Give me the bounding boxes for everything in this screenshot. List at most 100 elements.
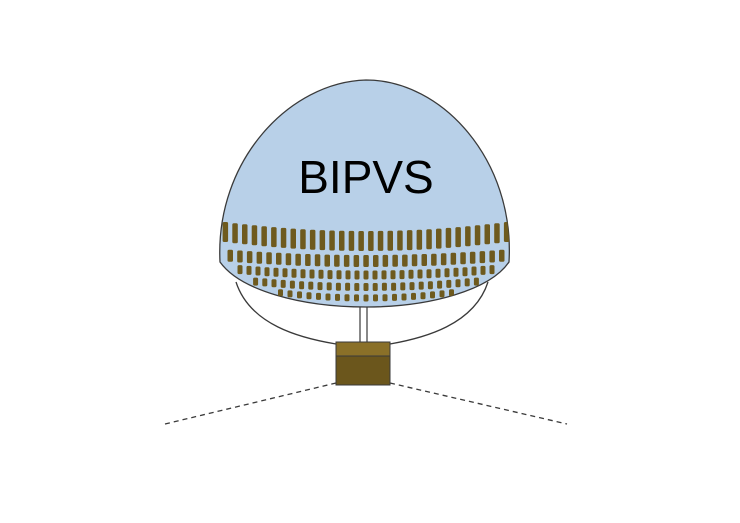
solar-cell [484, 224, 490, 245]
solar-cell [336, 270, 342, 280]
solar-cell [392, 293, 397, 301]
solar-cell [445, 227, 452, 248]
solar-cell [418, 281, 424, 290]
solar-cell [266, 252, 272, 265]
suspension-cable-right [389, 281, 489, 345]
solar-cell [280, 227, 287, 248]
solar-cell [354, 283, 360, 291]
solar-cell [377, 230, 384, 251]
solar-cell [309, 229, 316, 250]
solar-cell [246, 251, 253, 264]
solar-cell [232, 223, 238, 244]
solar-cell [335, 293, 340, 301]
solar-cell [358, 231, 364, 251]
solar-cell [489, 265, 495, 275]
solar-cell [251, 225, 258, 246]
solar-cell [305, 254, 311, 266]
solar-cell [435, 268, 441, 278]
solar-cell [297, 291, 302, 299]
solar-cell [335, 282, 341, 291]
solar-cell [382, 254, 389, 267]
solar-cell [256, 251, 263, 264]
solar-cell [334, 254, 340, 267]
solar-cell [460, 252, 466, 265]
solar-cell [381, 270, 387, 280]
solar-cell [426, 269, 432, 279]
solar-cell [264, 267, 270, 277]
solar-cell [354, 270, 360, 280]
solar-cell [465, 226, 471, 247]
solar-cell [261, 226, 267, 247]
solar-cell [295, 253, 301, 266]
solar-cell [436, 228, 442, 249]
solar-cell [291, 268, 297, 278]
solar-cell [421, 254, 427, 266]
solar-cell [400, 282, 406, 291]
solar-cell [363, 294, 369, 302]
solar-cell [473, 277, 479, 286]
solar-cell [308, 281, 314, 290]
solar-cell [282, 268, 288, 278]
solar-cell [343, 254, 350, 267]
solar-cell [440, 253, 447, 266]
solar-cell [289, 280, 295, 289]
solar-cell [455, 279, 461, 288]
solar-cell [300, 229, 306, 250]
solar-cell [363, 270, 369, 280]
solar-cell [271, 227, 277, 248]
solar-cell [453, 267, 459, 277]
solar-cell [439, 290, 445, 298]
solar-cell [431, 253, 437, 266]
solar-cell [324, 254, 330, 267]
solar-cell [325, 293, 331, 301]
solar-cell [450, 252, 457, 265]
solar-cell [426, 229, 432, 250]
solar-cell [287, 290, 293, 298]
solar-cell [381, 282, 387, 291]
solar-cell [402, 254, 408, 267]
solar-cell [444, 268, 450, 278]
solar-cell [317, 282, 323, 291]
solar-cell [273, 267, 279, 277]
solar-cell [255, 266, 261, 276]
solar-cell [344, 294, 350, 302]
solar-cell [309, 269, 315, 279]
suspension-cable-left [235, 281, 337, 345]
solar-cell [499, 249, 505, 262]
solar-cell [373, 255, 379, 267]
solar-cell [373, 294, 378, 302]
solar-cell [416, 229, 423, 250]
solar-cell [464, 278, 470, 287]
solar-cell [300, 269, 306, 279]
solar-cell [437, 280, 443, 289]
solar-cell [420, 292, 426, 300]
solar-cell [391, 282, 397, 291]
solar-cell [408, 269, 414, 279]
solar-cell [299, 281, 305, 290]
solar-cell [462, 267, 468, 277]
solar-cell [455, 227, 461, 248]
solar-cell [290, 228, 296, 249]
solar-cell [318, 269, 324, 279]
balloon-label: BIPVS [298, 151, 434, 203]
solar-cell [427, 281, 433, 290]
solar-cell [372, 270, 378, 280]
solar-cell [237, 250, 243, 263]
solar-cell [449, 289, 454, 297]
solar-cell [471, 266, 477, 276]
solar-cell [430, 291, 435, 299]
solar-cell [237, 265, 243, 275]
solar-cell [345, 282, 351, 291]
solar-cell [306, 292, 312, 300]
solar-cell [271, 279, 277, 288]
solar-cell [280, 279, 286, 288]
solar-cell [276, 252, 282, 265]
solar-cell [409, 282, 415, 291]
solar-cell [387, 230, 393, 251]
payload-box [335, 341, 391, 386]
solar-cell [411, 254, 418, 267]
solar-cell [382, 294, 388, 302]
solar-cell [469, 251, 476, 264]
solar-cell [474, 225, 481, 246]
